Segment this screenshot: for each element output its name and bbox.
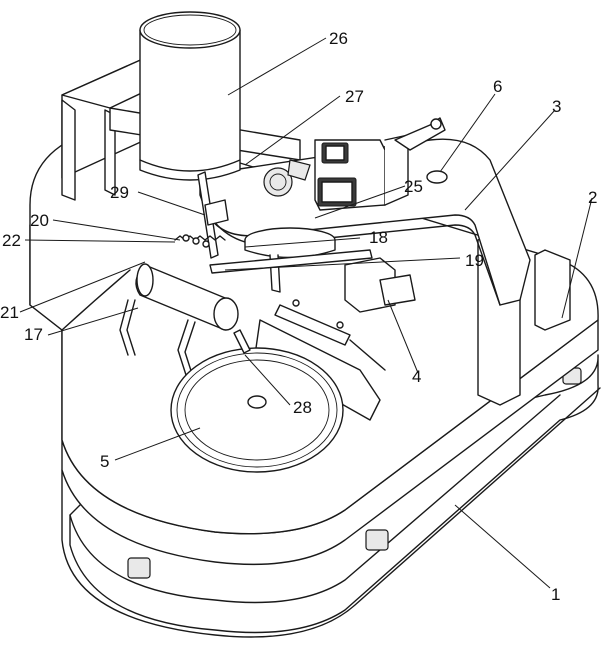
label-26: 26 [329,29,348,48]
label-4: 4 [412,367,421,386]
turntable [171,348,343,472]
label-21: 21 [0,303,19,322]
label-22: 22 [2,231,21,250]
label-19: 19 [465,251,484,270]
label-28: 28 [293,398,312,417]
label-25: 25 [404,177,423,196]
label-17: 17 [24,325,43,344]
label-5: 5 [100,452,109,471]
motor-box [315,135,408,210]
label-3: 3 [552,97,561,116]
label-27: 27 [345,87,364,106]
label-1: 1 [551,585,560,604]
label-2: 2 [588,188,597,207]
hopper-cylinder [140,12,240,180]
label-18: 18 [369,228,388,247]
label-6: 6 [493,77,502,96]
label-20: 20 [30,211,49,230]
label-29: 29 [110,183,129,202]
